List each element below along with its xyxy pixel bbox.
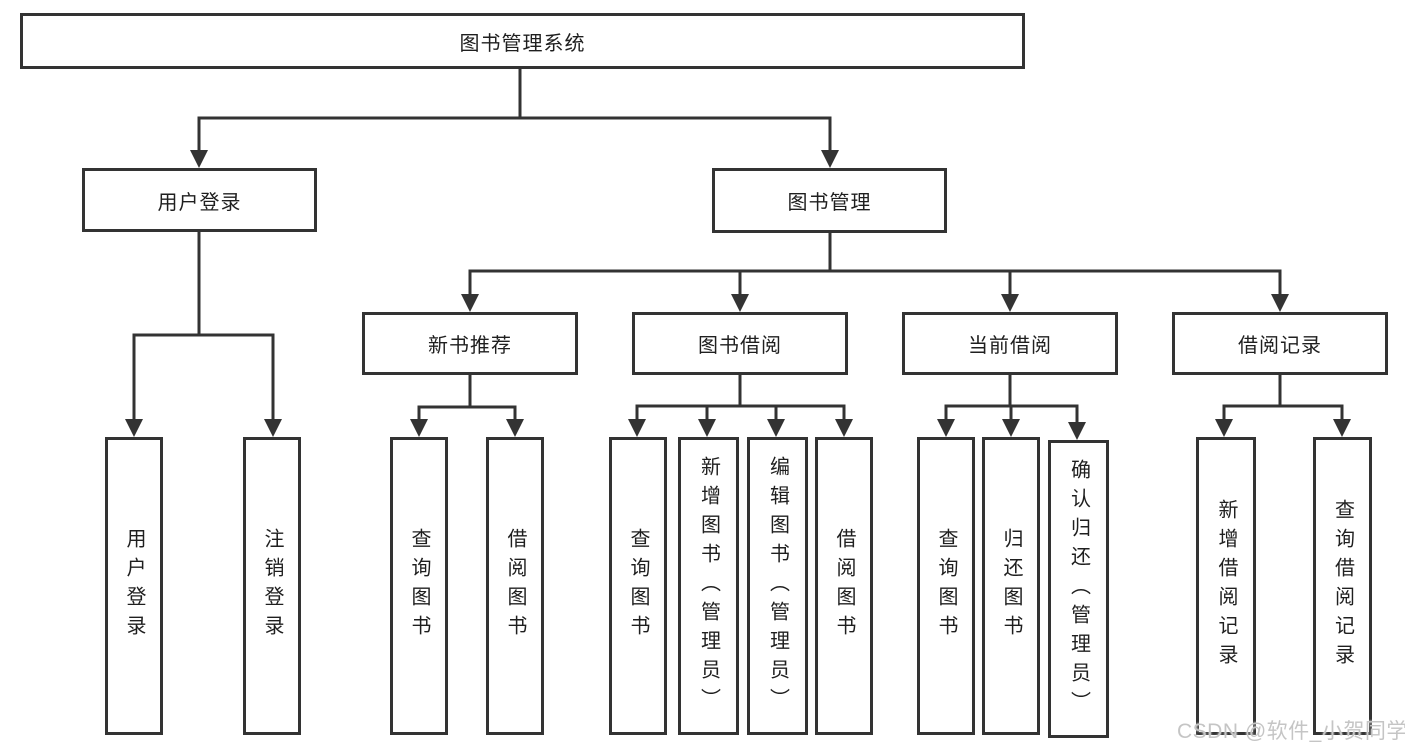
node-book-management: 图书管理 bbox=[712, 168, 947, 233]
node-confirm-return-admin: 确认归还（管理员） bbox=[1048, 440, 1109, 738]
csdn-watermark: CSDN @软件_小贺同学 bbox=[1177, 720, 1405, 743]
node-library-management-system: 图书管理系统 bbox=[20, 13, 1025, 69]
leaf-label: 借阅图书 bbox=[833, 528, 855, 644]
node-query-books-recommend: 查询图书 bbox=[390, 437, 448, 735]
node-add-books-admin: 新增图书（管理员） bbox=[678, 437, 739, 735]
node-book-borrow: 图书借阅 bbox=[632, 312, 848, 375]
node-query-books-borrow: 查询图书 bbox=[609, 437, 667, 735]
node-borrow-books-leaf: 借阅图书 bbox=[815, 437, 873, 735]
node-query-books-current: 查询图书 bbox=[917, 437, 975, 735]
node-new-book-recommend: 新书推荐 bbox=[362, 312, 578, 375]
leaf-label: 新增借阅记录 bbox=[1215, 499, 1237, 673]
leaf-label: 确认归还（管理员） bbox=[1067, 458, 1090, 720]
leaf-label: 编辑图书（管理员） bbox=[766, 455, 789, 717]
leaf-label: 注销登录 bbox=[261, 528, 283, 644]
leaf-label: 查询图书 bbox=[408, 528, 430, 644]
leaf-label: 用户登录 bbox=[123, 528, 145, 644]
leaf-label: 新增图书（管理员） bbox=[697, 455, 720, 717]
leaf-label: 查询图书 bbox=[935, 528, 957, 644]
leaf-label: 借阅图书 bbox=[504, 528, 526, 644]
node-logout-leaf: 注销登录 bbox=[243, 437, 301, 735]
node-current-borrow: 当前借阅 bbox=[902, 312, 1118, 375]
node-add-borrow-record: 新增借阅记录 bbox=[1196, 437, 1256, 735]
leaf-label: 查询借阅记录 bbox=[1331, 499, 1354, 673]
node-borrow-record: 借阅记录 bbox=[1172, 312, 1388, 375]
node-user-login: 用户登录 bbox=[82, 168, 317, 232]
node-user-login-leaf: 用户登录 bbox=[105, 437, 163, 735]
leaf-label: 归还图书 bbox=[1000, 528, 1022, 644]
node-query-borrow-record: 查询借阅记录 bbox=[1313, 437, 1372, 735]
node-return-books: 归还图书 bbox=[982, 437, 1040, 735]
leaf-label: 查询图书 bbox=[627, 528, 649, 644]
node-edit-books-admin: 编辑图书（管理员） bbox=[747, 437, 808, 735]
node-borrow-books-recommend: 借阅图书 bbox=[486, 437, 544, 735]
